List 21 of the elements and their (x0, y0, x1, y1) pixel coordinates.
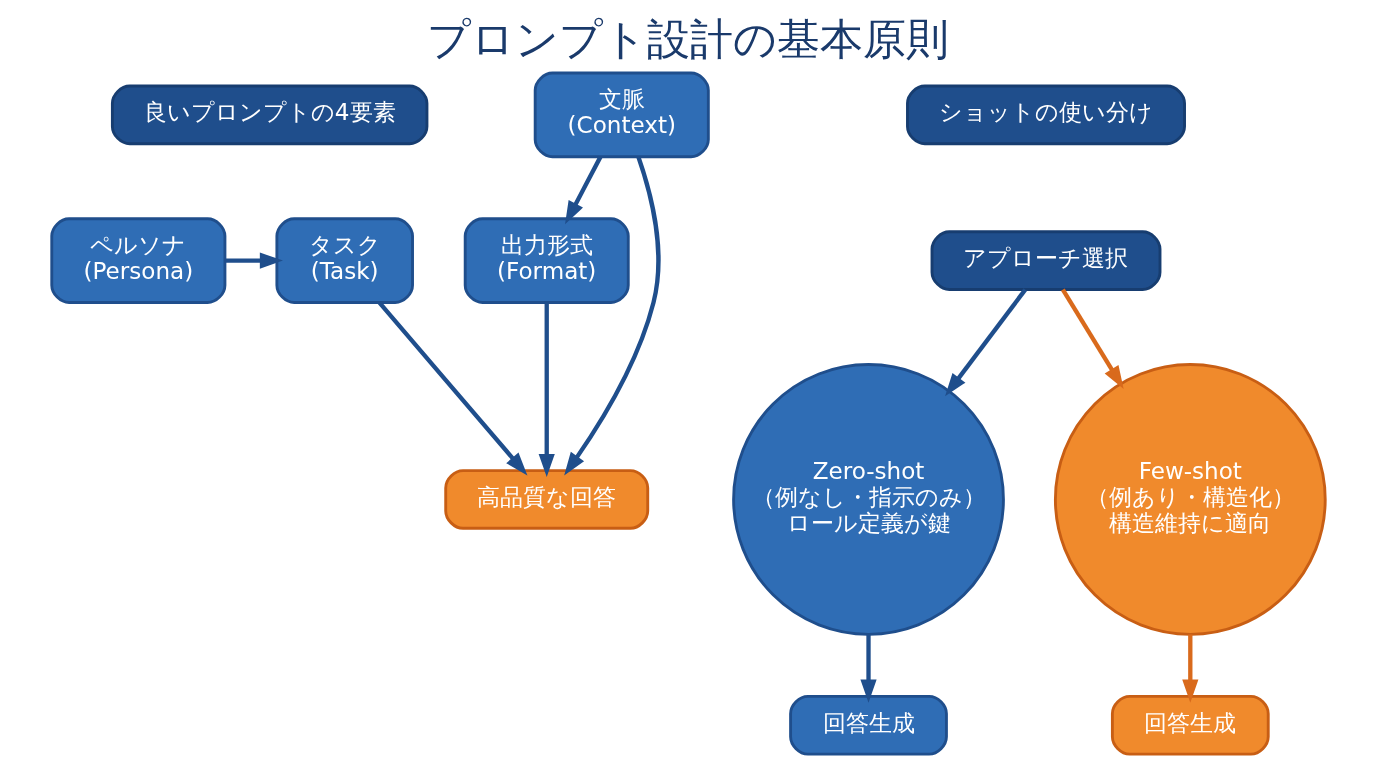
arrow (563, 156, 660, 476)
node-box: ペルソナ (Persona) (49, 217, 226, 304)
node-box: 文脈 (Context) (533, 71, 710, 159)
node-box: 良いプロンプトの4要素 (110, 84, 428, 146)
node-box: アプローチ選択 (930, 230, 1161, 291)
node-box: 高品質な回答 (443, 469, 649, 530)
arrow (538, 302, 555, 478)
node-box: 回答生成 (1110, 694, 1270, 756)
arrow (564, 155, 602, 225)
node-box: ショットの使い分け (905, 84, 1186, 146)
arrow (377, 301, 527, 476)
arrow (224, 252, 283, 269)
node-box: 出力形式 (Format) (463, 217, 630, 304)
node-box: 回答生成 (788, 694, 948, 756)
arrow (1181, 634, 1198, 703)
arrow (944, 288, 1027, 397)
diagram-title: プロンプト設計の基本原則 (427, 14, 949, 65)
arrow (859, 634, 877, 703)
arrow (1060, 288, 1124, 389)
node-box: タスク (Task) (274, 217, 414, 304)
node-circle: Zero-shot （例なし・指示のみ） ロール定義が鍵 (731, 363, 1005, 636)
